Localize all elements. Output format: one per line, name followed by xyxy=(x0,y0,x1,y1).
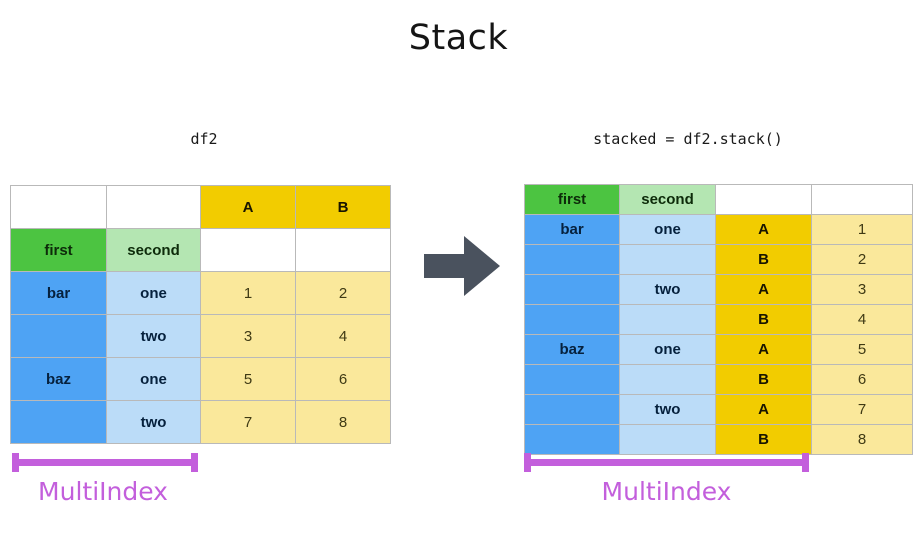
table-row: bar one A 1 xyxy=(524,214,913,245)
table-row: two A 3 xyxy=(524,274,913,305)
table-row: two 3 4 xyxy=(10,314,391,358)
table-row: bar one 1 2 xyxy=(10,271,391,315)
index-level2-value xyxy=(619,364,716,395)
data-cell-b: 8 xyxy=(295,400,391,444)
index-level2-value: two xyxy=(106,400,201,444)
index-level1-value xyxy=(524,244,620,275)
index-level1-value xyxy=(10,400,107,444)
data-cell-b: 6 xyxy=(295,357,391,401)
index-level3-value: B xyxy=(715,304,812,335)
index-level3-value: B xyxy=(715,424,812,455)
multiindex-label-left: MultiIndex xyxy=(38,477,168,506)
index-row-blank-1 xyxy=(200,228,296,272)
data-cell-value: 3 xyxy=(811,274,913,305)
index-level1-value xyxy=(524,304,620,335)
df2-table: A B first second bar one 1 2 two 3 4 xyxy=(10,185,391,444)
bracket-cap-right xyxy=(191,453,198,472)
index-name-second: second xyxy=(619,184,716,215)
index-level1-value xyxy=(524,424,620,455)
multiindex-bracket-left xyxy=(12,453,198,472)
index-level2-value: two xyxy=(619,394,716,425)
index-level3-value: A xyxy=(715,214,812,245)
index-level2-value: one xyxy=(106,357,201,401)
stacked-table: first second bar one A 1 B 2 two A xyxy=(524,184,913,455)
index-level3-value: A xyxy=(715,394,812,425)
multiindex-label-right: MultiIndex xyxy=(601,477,732,506)
corner-cell-blank-1 xyxy=(10,185,107,229)
index-name-first: first xyxy=(524,184,620,215)
index-level2-value xyxy=(619,304,716,335)
data-cell-b: 4 xyxy=(295,314,391,358)
data-cell-a: 3 xyxy=(200,314,296,358)
table-row-index-names: first second xyxy=(524,184,913,215)
index-level3-value: A xyxy=(715,334,812,365)
index-name-first: first xyxy=(10,228,107,272)
index-level2-value: one xyxy=(619,214,716,245)
data-cell-a: 1 xyxy=(200,271,296,315)
table-row: baz one A 5 xyxy=(524,334,913,365)
bracket-bar xyxy=(12,459,198,466)
index-name-second: second xyxy=(106,228,201,272)
index-level1-value: bar xyxy=(10,271,107,315)
table-row: B 8 xyxy=(524,424,913,455)
right-arrow-icon xyxy=(424,236,500,296)
table-row: B 4 xyxy=(524,304,913,335)
index-level2-value: one xyxy=(106,271,201,315)
index-level3-value: B xyxy=(715,244,812,275)
header-blank-2 xyxy=(811,184,913,215)
data-cell-value: 4 xyxy=(811,304,913,335)
data-cell-value: 2 xyxy=(811,244,913,275)
header-blank-1 xyxy=(715,184,812,215)
index-level2-value: one xyxy=(619,334,716,365)
column-header-a: A xyxy=(200,185,296,229)
table-row: two A 7 xyxy=(524,394,913,425)
multiindex-bracket-right xyxy=(524,453,809,472)
table-row-index-names: first second xyxy=(10,228,391,272)
data-cell-a: 7 xyxy=(200,400,296,444)
bracket-bar xyxy=(524,459,809,466)
table-row: B 2 xyxy=(524,244,913,275)
table-row: B 6 xyxy=(524,364,913,395)
bracket-cap-right xyxy=(802,453,809,472)
right-table-caption: stacked = df2.stack() xyxy=(593,130,783,148)
page-title: Stack xyxy=(408,18,509,58)
index-level3-value: A xyxy=(715,274,812,305)
data-cell-value: 1 xyxy=(811,214,913,245)
data-cell-value: 8 xyxy=(811,424,913,455)
left-table-caption: df2 xyxy=(190,130,218,148)
index-level1-value: baz xyxy=(524,334,620,365)
index-level1-value: bar xyxy=(524,214,620,245)
index-level1-value xyxy=(10,314,107,358)
corner-cell-blank-2 xyxy=(106,185,201,229)
index-row-blank-2 xyxy=(295,228,391,272)
index-level1-value xyxy=(524,394,620,425)
column-header-b: B xyxy=(295,185,391,229)
data-cell-value: 5 xyxy=(811,334,913,365)
index-level1-value: baz xyxy=(10,357,107,401)
index-level2-value: two xyxy=(619,274,716,305)
data-cell-value: 7 xyxy=(811,394,913,425)
table-row-column-header: A B xyxy=(10,185,391,229)
index-level1-value xyxy=(524,364,620,395)
index-level2-value xyxy=(619,244,716,275)
data-cell-a: 5 xyxy=(200,357,296,401)
data-cell-b: 2 xyxy=(295,271,391,315)
table-row: two 7 8 xyxy=(10,400,391,444)
table-row: baz one 5 6 xyxy=(10,357,391,401)
index-level3-value: B xyxy=(715,364,812,395)
data-cell-value: 6 xyxy=(811,364,913,395)
index-level2-value xyxy=(619,424,716,455)
index-level2-value: two xyxy=(106,314,201,358)
index-level1-value xyxy=(524,274,620,305)
